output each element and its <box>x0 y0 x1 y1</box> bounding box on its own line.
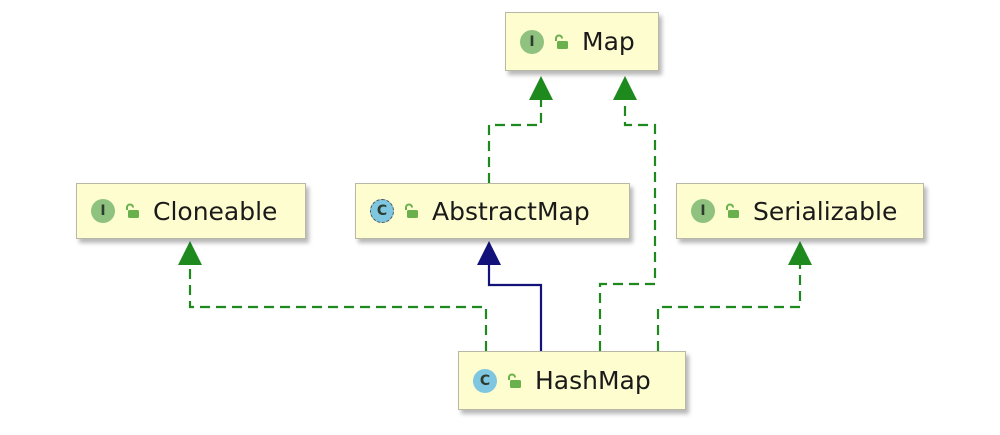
node-label: Serializable <box>753 196 898 226</box>
unlocked-padlock-icon <box>405 203 418 218</box>
arrowhead-abstractmap <box>477 241 501 265</box>
node-cloneable[interactable]: I Cloneable <box>76 183 306 239</box>
edge-hashmap-extends-abstractmap <box>487 262 543 351</box>
abstract-class-icon: C <box>370 199 394 223</box>
arrowhead-serializable <box>788 241 812 265</box>
node-hashmap[interactable]: C HashMap <box>458 351 686 410</box>
unlocked-padlock-icon <box>508 373 521 388</box>
unlocked-padlock-icon <box>126 203 139 218</box>
edge-hashmap-implements-cloneable <box>188 262 488 351</box>
arrowhead-cloneable <box>178 241 202 265</box>
edge-hashmap-implements-serializable <box>656 262 802 351</box>
arrowhead-map-right <box>613 76 637 100</box>
arrowhead-map-left <box>529 76 553 100</box>
node-label: HashMap <box>535 366 651 395</box>
node-abstractmap[interactable]: C AbstractMap <box>355 183 630 239</box>
unlocked-padlock-icon <box>555 34 568 49</box>
interface-icon: I <box>91 199 115 223</box>
node-map[interactable]: I Map <box>505 12 659 71</box>
interface-icon: I <box>691 199 715 223</box>
edge-hashmap-implements-map <box>598 98 657 351</box>
node-label: Map <box>582 27 635 56</box>
class-icon: C <box>473 368 497 393</box>
interface-icon: I <box>520 29 544 54</box>
edge-abstractmap-implements-map <box>487 98 543 183</box>
node-serializable[interactable]: I Serializable <box>676 183 924 239</box>
node-label: AbstractMap <box>432 196 590 226</box>
node-label: Cloneable <box>153 196 278 226</box>
unlocked-padlock-icon <box>726 203 739 218</box>
